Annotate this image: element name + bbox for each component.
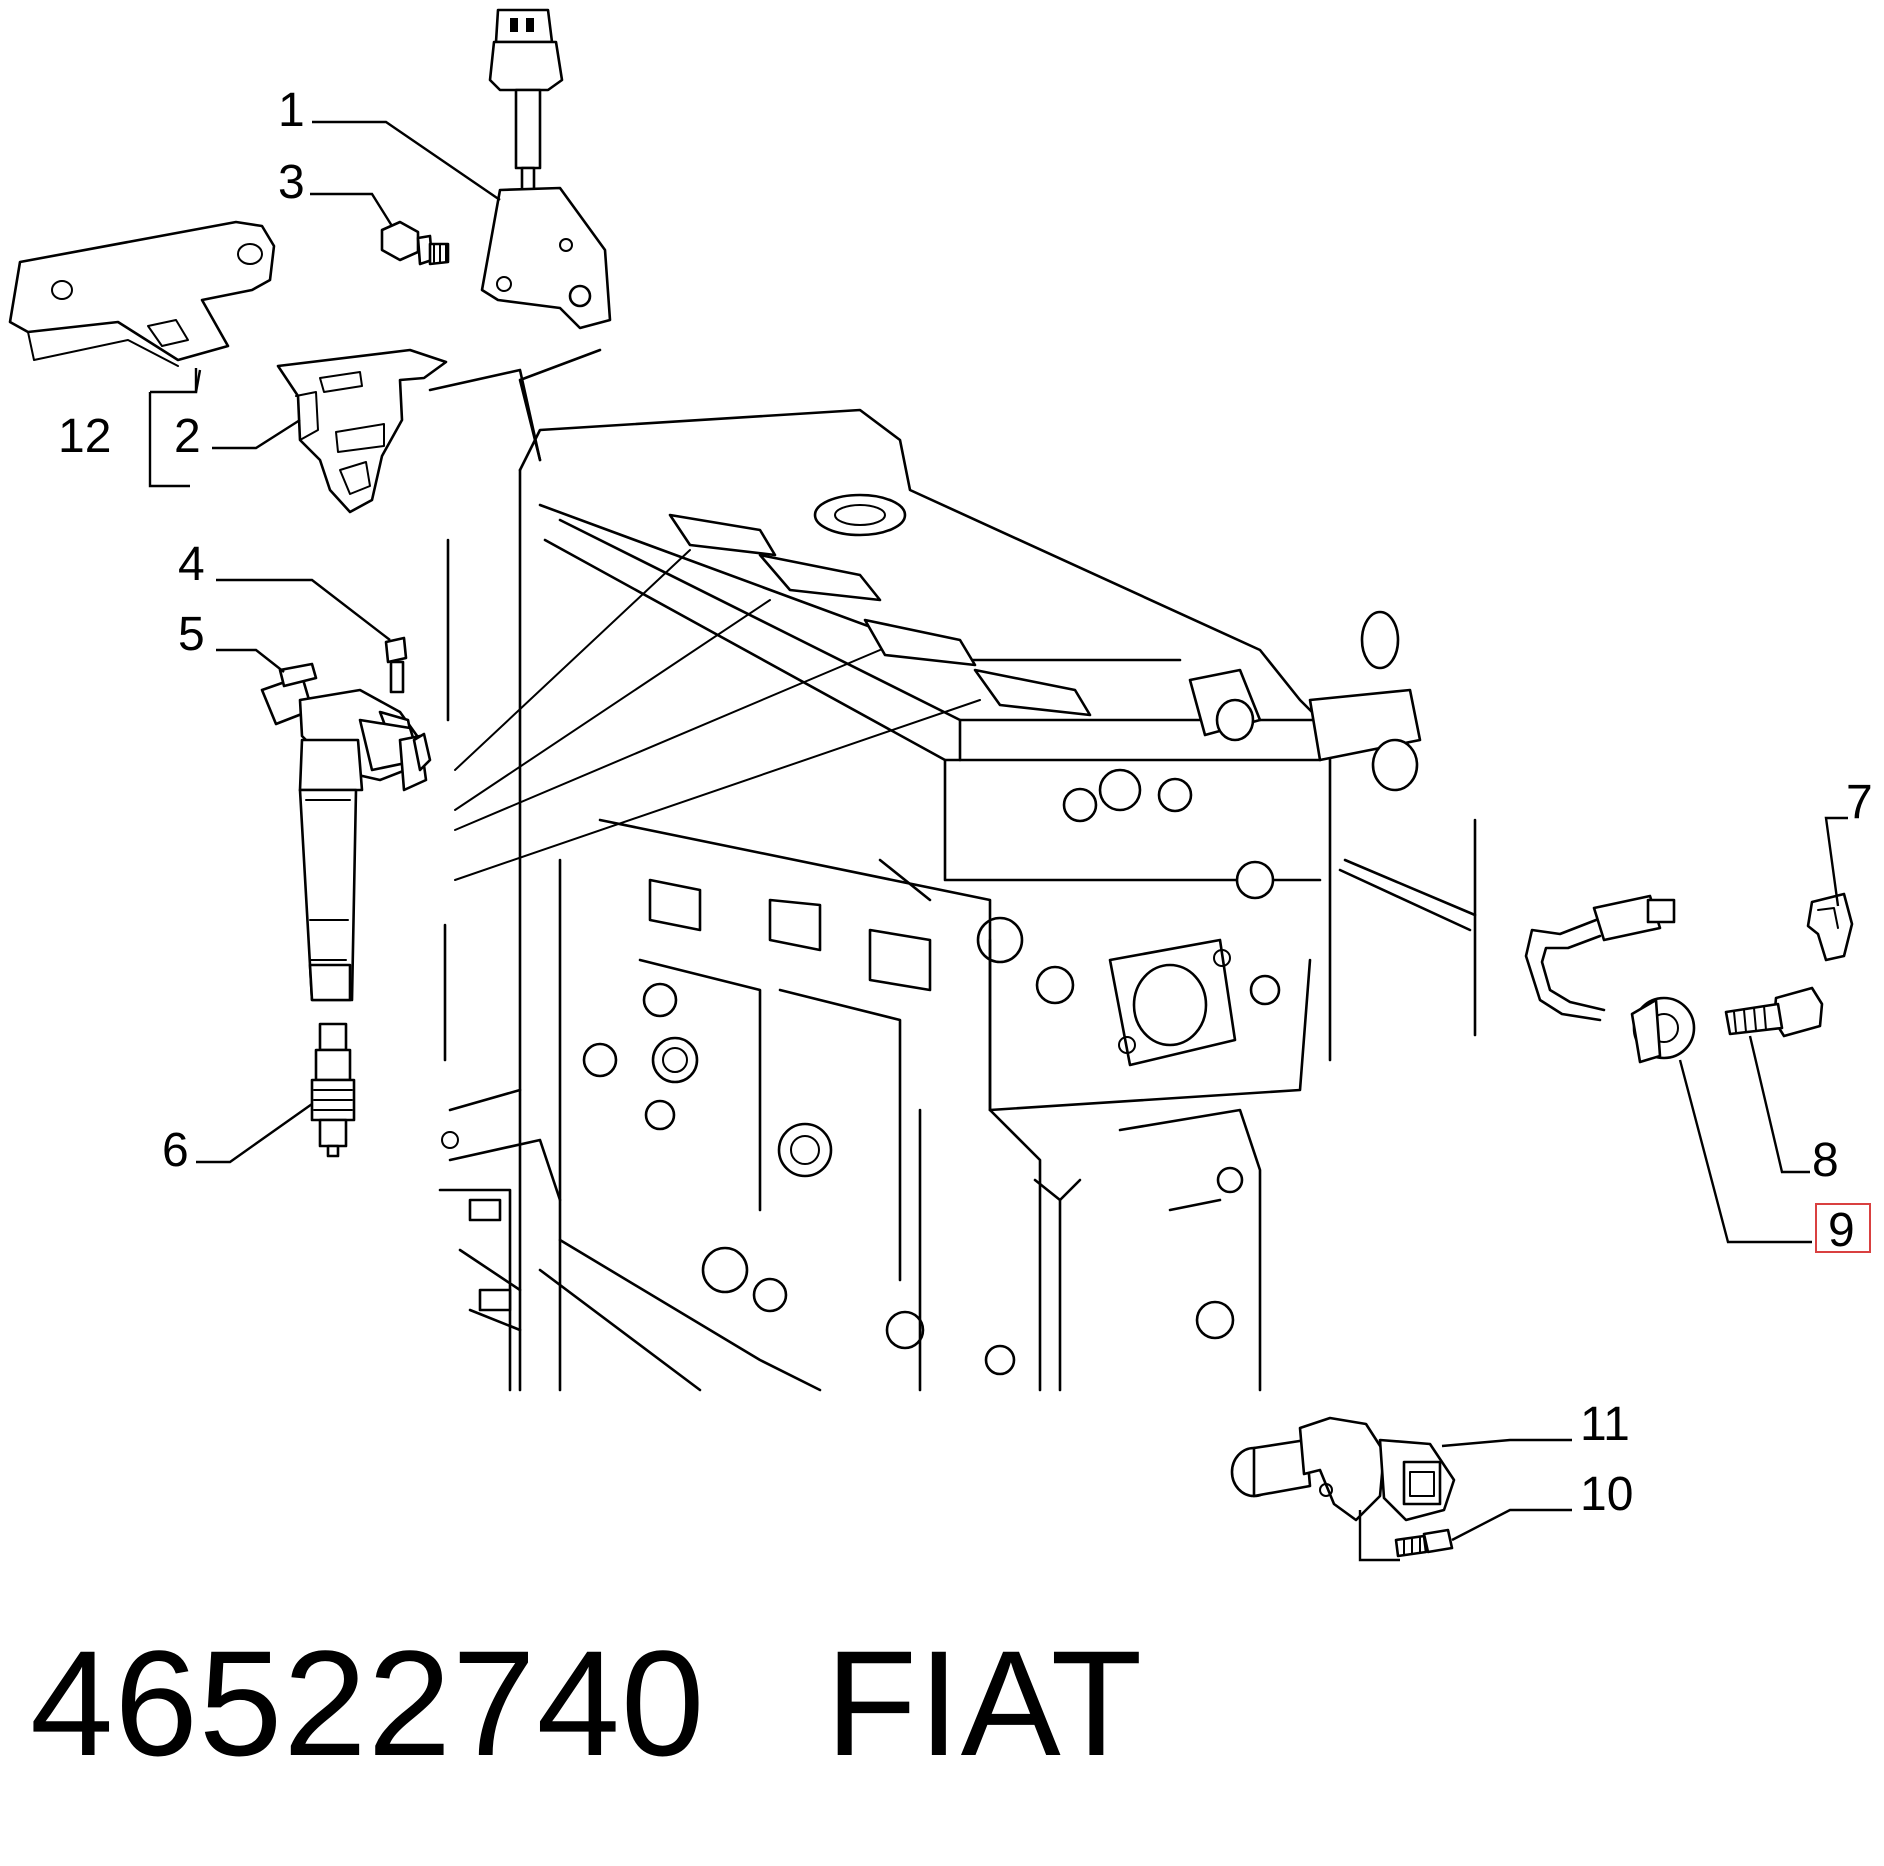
callout-6: 6: [162, 1124, 189, 1177]
brand-name: FIAT: [825, 1619, 1144, 1787]
callout-11: 11: [1580, 1398, 1630, 1451]
part-8-bolt: [1724, 986, 1824, 1038]
part-1-coil-connector: [480, 8, 612, 330]
part-10-bolt: [1394, 1528, 1454, 1558]
callout-9-highlight: [1815, 1203, 1871, 1253]
part-7-cable-clip: [1806, 892, 1854, 962]
callout-1: 1: [278, 84, 305, 137]
callout-7: 7: [1846, 776, 1873, 829]
callout-12: 12: [58, 410, 111, 463]
part-3-bolt: [380, 220, 450, 266]
part-6-spark-plug: [310, 1022, 356, 1158]
callout-9: 9: [1828, 1204, 1855, 1257]
callout-numbers: 1 3 12 2 4 5 6 7 8 9 11 10: [58, 84, 1873, 1521]
part-5-ignition-coil: [260, 662, 432, 1002]
callout-4: 4: [178, 538, 205, 591]
part-12-bracket: [8, 220, 276, 367]
part-11-sensor: [1230, 1416, 1456, 1522]
callout-10: 10: [1580, 1468, 1633, 1521]
callout-2: 2: [174, 410, 201, 463]
callout-3: 3: [278, 156, 305, 209]
callout-5: 5: [178, 608, 205, 661]
engine-block-illustration: [428, 348, 1477, 1392]
part-number: 46522740: [30, 1619, 706, 1787]
callout-8: 8: [1812, 1134, 1839, 1187]
leader-lines: [148, 120, 1848, 1562]
part-9-knock-sensor: [1524, 894, 1696, 1064]
part-2-mounting-bracket: [276, 348, 448, 514]
part-4-screw: [384, 636, 408, 694]
